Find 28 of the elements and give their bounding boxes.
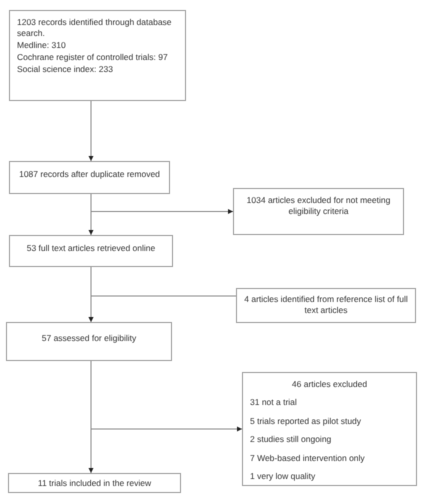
arrow — [90, 194, 234, 214]
box-heading: 4 articles identified from reference list of full text articles — [243, 294, 409, 316]
box-heading: 11 trials included in the review — [36, 478, 152, 489]
box-heading: 57 assessed for eligibility — [40, 333, 138, 344]
box-heading: 53 full text articles retrieved online — [26, 243, 156, 254]
box-heading: 1087 records after duplicate removed — [18, 169, 161, 180]
box-text: 5 trials reported as pilot study — [250, 416, 362, 427]
box-text: 7 Web-based intervention only — [250, 452, 366, 464]
box-heading: 1203 records identified through database search. — [17, 17, 173, 39]
box-text: 31 not a trial — [250, 397, 298, 408]
process-box — [233, 188, 404, 235]
process-box — [9, 161, 170, 194]
box-text: 1 very low quality — [250, 470, 316, 482]
process-box — [242, 372, 417, 486]
arrow — [88, 100, 94, 162]
process-box — [236, 288, 416, 323]
arrow — [90, 360, 242, 432]
box-text: Social science index: 233 — [17, 64, 114, 75]
box-text: Medline: 310 — [17, 40, 67, 51]
box-heading: 1034 articles excluded for not meeting eligibility criteria — [246, 195, 392, 217]
process-box — [9, 10, 186, 101]
box-text: 2 studies still ongoing — [250, 434, 332, 446]
process-box — [6, 322, 172, 361]
box-heading: 46 articles excluded — [290, 379, 368, 390]
box-text: Cochrane register of controlled trials: 97 — [17, 52, 169, 63]
arrow — [88, 296, 236, 322]
process-box — [8, 473, 181, 493]
process-box — [9, 235, 173, 267]
